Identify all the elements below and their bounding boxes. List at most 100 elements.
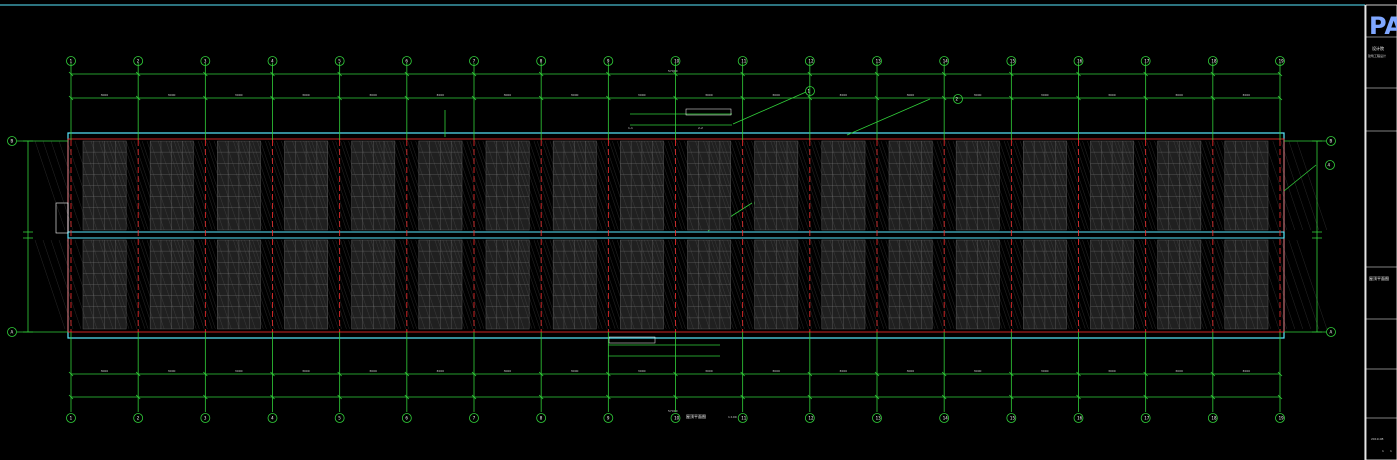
top-span-label-13: 3000 [907, 93, 915, 97]
grid-label-bottom-6: 6 [405, 415, 408, 420]
roof-panel-top-14 [908, 140, 1059, 231]
callout-bubble-2 [953, 94, 963, 104]
roof-panel-top-6 [370, 140, 521, 231]
roof-panel-bottom-8 [505, 239, 656, 330]
bottom-label-box [608, 336, 656, 344]
top-span-label-11: 3000 [772, 93, 780, 97]
company-line-1: 设计院 [1372, 45, 1384, 51]
roof-panel-bottom-10 [639, 239, 790, 330]
grid-bubble-bottom-10 [670, 413, 681, 423]
grid-bubble-top-11 [737, 56, 748, 66]
bottom-span-label-4: 3000 [302, 369, 310, 373]
roof-panel-bottom-1 [34, 239, 186, 330]
roof-panel-top-15 [975, 140, 1126, 231]
roof-panel-top-13 [840, 140, 992, 231]
grid-bubble-bottom-16 [1073, 413, 1084, 423]
grid-label-bottom-8: 8 [540, 415, 543, 420]
bottom-span-label-10: 3000 [705, 369, 713, 373]
left-detail-box [55, 202, 69, 234]
row-label-left-A: A [11, 329, 14, 334]
grid-label-top-13: 13 [876, 58, 882, 63]
grid-label-top-7: 7 [473, 58, 476, 63]
bottom-span-label-2: 3000 [168, 369, 176, 373]
title-block-logo: PA [1369, 12, 1397, 40]
callout-label-1: 1 [808, 89, 811, 94]
overall-length-bottom: 57000 [668, 409, 678, 413]
grid-bubble-top-1 [66, 56, 76, 66]
grid-label-bottom-4: 4 [271, 415, 274, 420]
roof-panel-top-2 [102, 140, 253, 231]
drawing-title: 屋顶平面图 [686, 413, 706, 419]
row-bubble-right-B [1326, 136, 1336, 146]
grid-bubble-top-5 [334, 56, 345, 66]
grid-bubble-bottom-19 [1275, 413, 1285, 423]
grid-label-bottom-2: 2 [137, 415, 140, 420]
roof-panel-bottom-2 [102, 239, 253, 330]
grid-label-top-15: 15 [1010, 58, 1016, 63]
roof-panel-bottom-17 [1109, 239, 1260, 330]
grid-label-top-17: 17 [1144, 58, 1150, 63]
grid-label-bottom-3: 3 [204, 415, 207, 420]
bottom-span-label-6: 3000 [436, 369, 444, 373]
grid-label-bottom-10: 10 [674, 415, 680, 420]
callout-bubble-4 [1325, 160, 1335, 170]
grid-label-bottom-7: 7 [473, 415, 476, 420]
grid-bubble-bottom-5 [334, 413, 345, 423]
top-span-label-5: 3000 [369, 93, 377, 97]
grid-bubble-bottom-4 [267, 413, 278, 423]
grid-bubble-top-7 [469, 56, 479, 66]
roof-panel-top-9 [572, 140, 723, 231]
date-label: 2019.08 [1371, 437, 1383, 441]
roof-panel-bottom-11 [706, 239, 857, 330]
roof-panel-top-17 [1109, 140, 1260, 231]
roof-panel-bottom-15 [975, 239, 1126, 330]
section-note-mid: 2-2 [698, 126, 703, 130]
sheet-total: 1 [1390, 449, 1392, 453]
grid-label-bottom-11: 11 [741, 415, 747, 420]
note-leader-top-b [846, 98, 931, 136]
roof-panel-top-5 [303, 140, 454, 231]
top-label-box [685, 108, 732, 116]
grid-label-bottom-15: 15 [1010, 415, 1016, 420]
grid-bubble-top-6 [401, 56, 412, 66]
grid-bubble-top-14 [939, 56, 950, 66]
grid-bubble-top-8 [536, 56, 547, 66]
grid-label-top-3: 3 [204, 58, 207, 63]
grid-label-top-9: 9 [607, 58, 610, 63]
roof-panel-top-16 [1042, 140, 1193, 231]
top-span-label-3: 3000 [235, 93, 243, 97]
roof-panel-bottom-13 [840, 239, 992, 330]
top-span-label-10: 3000 [705, 93, 713, 97]
grid-label-bottom-13: 13 [876, 415, 882, 420]
grid-bubble-top-3 [200, 56, 211, 66]
grid-label-top-19: 19 [1279, 58, 1285, 63]
project-label: 屋顶平面图 [1369, 275, 1389, 281]
roof-panel-top-8 [505, 140, 656, 231]
grid-label-top-5: 5 [338, 58, 341, 63]
grid-label-top-8: 8 [540, 58, 543, 63]
grid-bubble-bottom-8 [536, 413, 547, 423]
sheet-no: 1 [1382, 449, 1384, 453]
overall-length-top: 57000 [668, 69, 678, 73]
grid-bubble-top-19 [1275, 56, 1285, 66]
grid-label-bottom-19: 19 [1279, 415, 1285, 420]
grid-label-top-11: 11 [741, 58, 747, 63]
grid-bubble-bottom-15 [1006, 413, 1017, 423]
roof-panel-top-12 [773, 140, 924, 231]
bottom-span-label-3: 3000 [235, 369, 243, 373]
grid-label-bottom-16: 16 [1077, 415, 1083, 420]
grid-bubble-bottom-14 [939, 413, 950, 423]
grid-label-bottom-1: 1 [70, 415, 73, 420]
roof-panel-bottom-14 [908, 239, 1059, 330]
grid-bubble-bottom-2 [133, 413, 144, 423]
grid-bubble-bottom-3 [200, 413, 211, 423]
section-note-left: 1-1 [628, 126, 633, 130]
grid-label-top-18: 18 [1211, 58, 1217, 63]
row-bubble-right-A [1326, 327, 1336, 337]
row-label-left-B: B [11, 138, 14, 143]
bottom-span-label-11: 3000 [772, 369, 780, 373]
note-leader-top-a [732, 91, 807, 125]
grid-bubble-bottom-12 [804, 413, 815, 423]
grid-label-bottom-14: 14 [943, 415, 949, 420]
grid-bubble-bottom-13 [872, 413, 882, 423]
